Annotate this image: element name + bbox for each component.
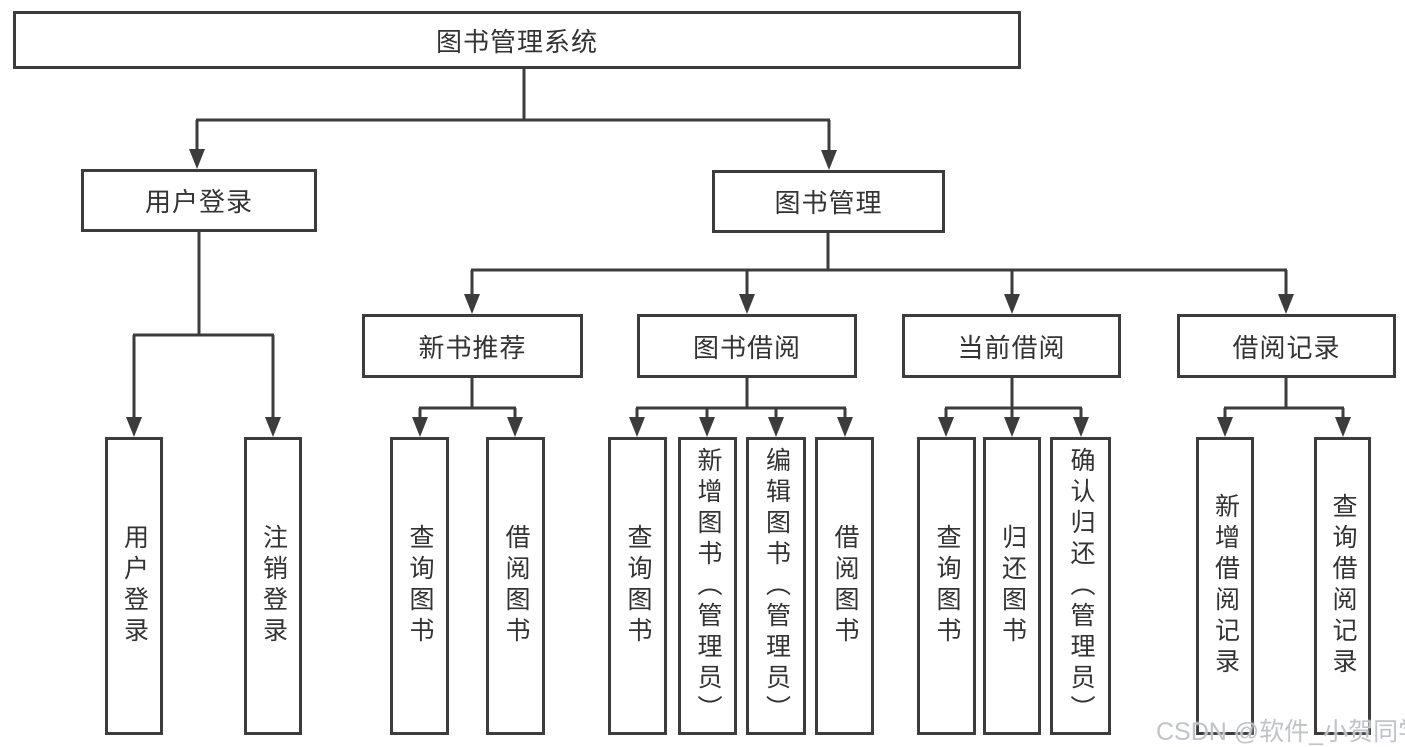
node-user-login-label: 用户登录 [144,187,253,217]
node-user-login: 用户登录 [81,169,317,232]
leaf-newbook-borrow-books: 借阅图书 [486,437,545,735]
leaf-newbook-query-books-label: 查询图书 [406,524,434,648]
node-new-book-recommend-label: 新书推荐 [418,332,527,363]
csdn-watermark: CSDN @软件_小贺同学 [1156,718,1405,746]
connector-lines-book-management [470,233,1288,302]
arrowheads [126,149,1351,437]
leaf-edit-books-admin: 编辑图书（管理员） [746,437,806,735]
node-new-book-recommend: 新书推荐 [362,314,583,378]
connector-lines-book-borrow [635,378,847,425]
node-borrow-records-label: 借阅记录 [1232,332,1341,363]
leaf-borrow-books-label: 借阅图书 [831,524,859,648]
leaf-add-books-admin: 新增图书（管理员） [678,437,737,735]
leaf-confirm-return-admin-label: 确认归还（管理员） [1067,446,1095,726]
node-book-borrow-label: 图书借阅 [692,332,801,363]
leaf-current-query-books: 查询图书 [917,437,976,735]
leaf-logout: 注销登录 [244,437,302,735]
leaf-add-borrow-record: 新增借阅记录 [1196,437,1254,735]
node-book-management: 图书管理 [712,170,945,233]
leaf-add-books-admin-label: 新增图书（管理员） [694,446,722,726]
connector-lines-current-borrow [944,378,1083,425]
leaf-user-login: 用户登录 [105,437,163,735]
node-current-borrow-label: 当前借阅 [957,332,1066,363]
node-book-management-label: 图书管理 [774,188,883,218]
leaf-borrow-query-books: 查询图书 [608,437,667,735]
node-current-borrow: 当前借阅 [902,314,1121,378]
leaf-add-borrow-record-label: 新增借阅记录 [1211,493,1240,679]
leaf-return-books-label: 归还图书 [998,524,1027,648]
leaf-borrow-books: 借阅图书 [815,437,874,735]
connector-lines-root [195,69,831,156]
leaf-query-borrow-record: 查询借阅记录 [1314,437,1371,735]
connector-lines-borrow-records [1223,378,1345,425]
leaf-confirm-return-admin: 确认归还（管理员） [1050,437,1111,735]
node-root-label: 图书管理系统 [435,26,598,57]
leaf-edit-books-admin-label: 编辑图书（管理员） [762,446,791,726]
leaf-logout-label: 注销登录 [259,524,288,648]
leaf-return-books: 归还图书 [983,437,1041,735]
leaf-newbook-borrow-books-label: 借阅图书 [502,524,530,648]
connector-lines-user-login [132,232,275,425]
leaf-user-login-label: 用户登录 [120,524,149,648]
leaf-newbook-query-books: 查询图书 [390,437,449,735]
leaf-current-query-books-label: 查询图书 [933,524,961,648]
leaf-borrow-query-books-label: 查询图书 [624,524,652,648]
node-book-borrow: 图书借阅 [637,314,857,378]
node-borrow-records: 借阅记录 [1177,314,1396,378]
leaf-query-borrow-record-label: 查询借阅记录 [1329,493,1357,679]
node-root-system: 图书管理系统 [13,11,1021,69]
connector-lines-new-book [418,378,517,425]
